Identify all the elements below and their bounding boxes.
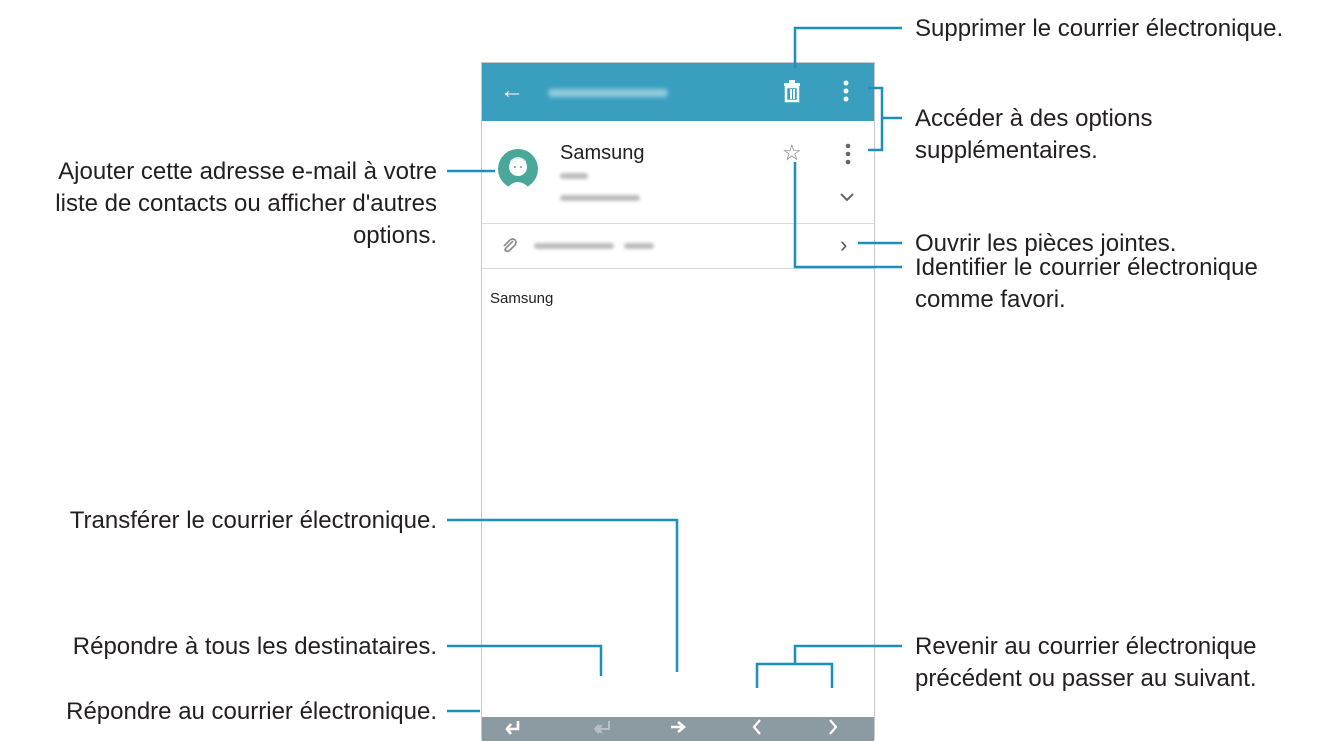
email-header: Samsung ☆	[482, 121, 874, 224]
sender-name: Samsung	[560, 142, 645, 164]
app-bar: ←	[482, 63, 874, 121]
blurred-recipient	[560, 173, 588, 179]
bottom-action-bar	[482, 717, 874, 741]
reply-all-icon[interactable]	[592, 717, 612, 741]
chevron-down-icon[interactable]	[840, 189, 854, 207]
more-options-icon[interactable]	[842, 79, 850, 108]
callout-contact-line3: options.	[352, 222, 437, 249]
callout-attachments: Ouvrir les pièces jointes.	[915, 230, 1177, 257]
callout-delete: Supprimer le courrier électronique.	[915, 15, 1284, 42]
star-icon[interactable]: ☆	[782, 140, 802, 165]
callout-prev-next-line1: Revenir au courrier électronique	[915, 633, 1257, 660]
callout-more-options-line2: supplémentaires.	[915, 137, 1098, 164]
chevron-right-icon[interactable]: ›	[840, 232, 848, 257]
callout-favorite-line2: comme favori.	[915, 286, 1066, 313]
header-more-options-icon[interactable]	[844, 143, 852, 170]
blurred-attachment-name	[534, 243, 614, 249]
callout-contact-line1: Ajouter cette adresse e-mail à votre	[58, 158, 437, 185]
next-email-icon[interactable]	[826, 717, 840, 741]
back-arrow-icon[interactable]: ←	[500, 77, 524, 104]
callout-reply-all: Répondre à tous les destinataires.	[72, 633, 437, 660]
callout-forward: Transférer le courrier électronique.	[69, 507, 437, 534]
forward-icon[interactable]	[668, 717, 688, 741]
blurred-attachment-size	[624, 243, 654, 249]
attachment-row[interactable]: ›	[482, 224, 874, 269]
email-view-screen: ←	[481, 62, 875, 741]
sender-avatar[interactable]	[498, 149, 538, 189]
callout-prev-next-line2: précédent ou passer au suivant.	[915, 665, 1257, 692]
blurred-date	[560, 195, 640, 201]
email-body: Samsung	[490, 290, 554, 307]
callout-reply: Répondre au courrier électronique.	[66, 698, 437, 725]
callout-favorite-line1: Identifier le courrier électronique	[915, 254, 1258, 281]
blurred-folder-title	[548, 89, 668, 97]
previous-email-icon[interactable]	[750, 717, 764, 741]
reply-icon[interactable]	[502, 717, 522, 741]
paperclip-icon	[500, 236, 518, 259]
trash-icon[interactable]	[782, 79, 802, 108]
callout-contact-line2: liste de contacts ou afficher d'autres	[55, 190, 437, 217]
callout-more-options-line1: Accéder à des options	[915, 105, 1153, 132]
